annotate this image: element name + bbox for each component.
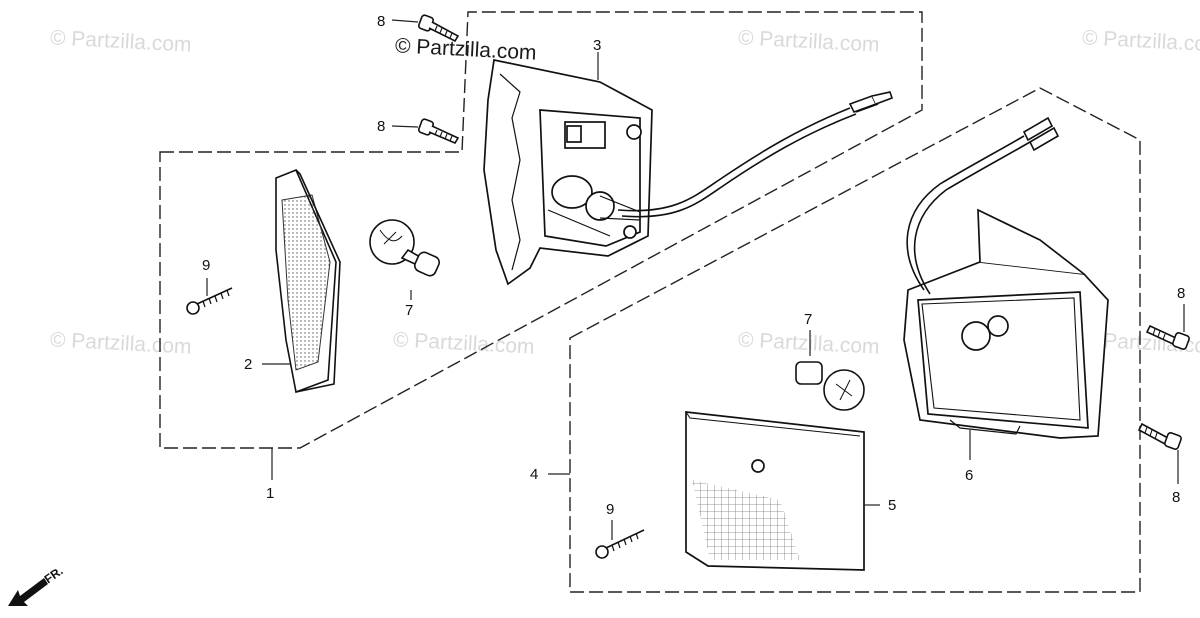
screw-part-8 xyxy=(418,118,460,145)
callout-4: 4 xyxy=(530,466,539,483)
bulb-part-7 xyxy=(369,219,440,277)
screw-part-9 xyxy=(186,287,233,315)
callout-5: 5 xyxy=(888,497,897,514)
housing-part-3 xyxy=(483,58,653,286)
leader-8b xyxy=(391,125,419,128)
screw-part-8 xyxy=(1137,422,1182,450)
bulb-part-7 xyxy=(795,361,865,411)
callout-3: 3 xyxy=(593,37,602,54)
callout-8: 8 xyxy=(1177,285,1186,302)
front-direction-arrow-icon xyxy=(8,578,48,606)
screw-part-8 xyxy=(418,14,460,43)
lens-part-5 xyxy=(685,411,865,571)
callout-6: 6 xyxy=(965,467,974,484)
screw-part-8 xyxy=(1145,324,1190,350)
group-1-outline xyxy=(159,11,923,449)
callout-9: 9 xyxy=(202,257,211,274)
wire-harness-right xyxy=(906,116,1060,295)
callout-7: 7 xyxy=(804,311,813,328)
callout-2: 2 xyxy=(244,356,253,373)
leader-8a xyxy=(391,19,419,23)
screw-part-9 xyxy=(595,529,645,559)
lens-part-2 xyxy=(275,168,341,394)
callout-1: 1 xyxy=(266,485,275,502)
callout-7: 7 xyxy=(405,302,414,319)
callout-8: 8 xyxy=(1172,489,1181,506)
group-4-outline xyxy=(569,87,1141,593)
callout-9: 9 xyxy=(606,501,615,518)
wire-harness-left xyxy=(617,91,894,218)
housing-part-6 xyxy=(903,208,1109,439)
callout-8: 8 xyxy=(377,118,386,135)
callout-8: 8 xyxy=(377,13,386,30)
